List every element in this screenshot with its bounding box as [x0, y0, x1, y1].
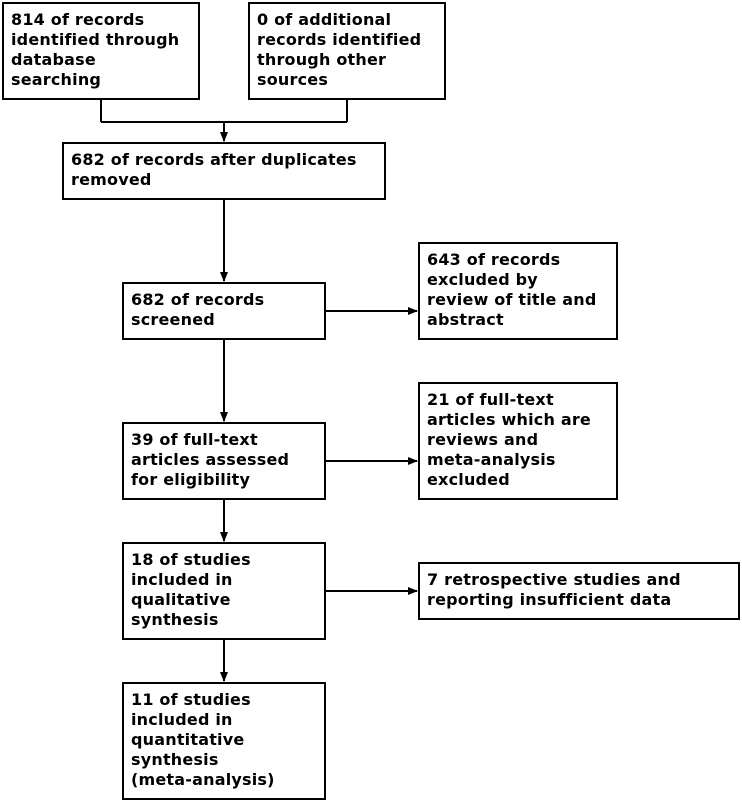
box-qualitative-synthesis: 18 of studies included in qualitative sy… [122, 542, 326, 640]
box-retrospective-excluded: 7 retrospective studies and reporting in… [418, 562, 740, 620]
box-fulltext-assessed: 39 of full-text articles assessed for el… [122, 422, 326, 500]
box-records-screened: 682 of records screened [122, 282, 326, 340]
box-quantitative-synthesis: 11 of studies included in quantitative s… [122, 682, 326, 800]
box-excluded-reviews-meta-analysis: 21 of full-text articles which are revie… [418, 382, 618, 500]
box-records-after-duplicates: 682 of records after duplicates removed [62, 142, 386, 200]
box-records-database-searching: 814 of records identified through databa… [2, 2, 200, 100]
box-records-other-sources: 0 of additional records identified throu… [248, 2, 446, 100]
box-excluded-title-abstract: 643 of records excluded by review of tit… [418, 242, 618, 340]
